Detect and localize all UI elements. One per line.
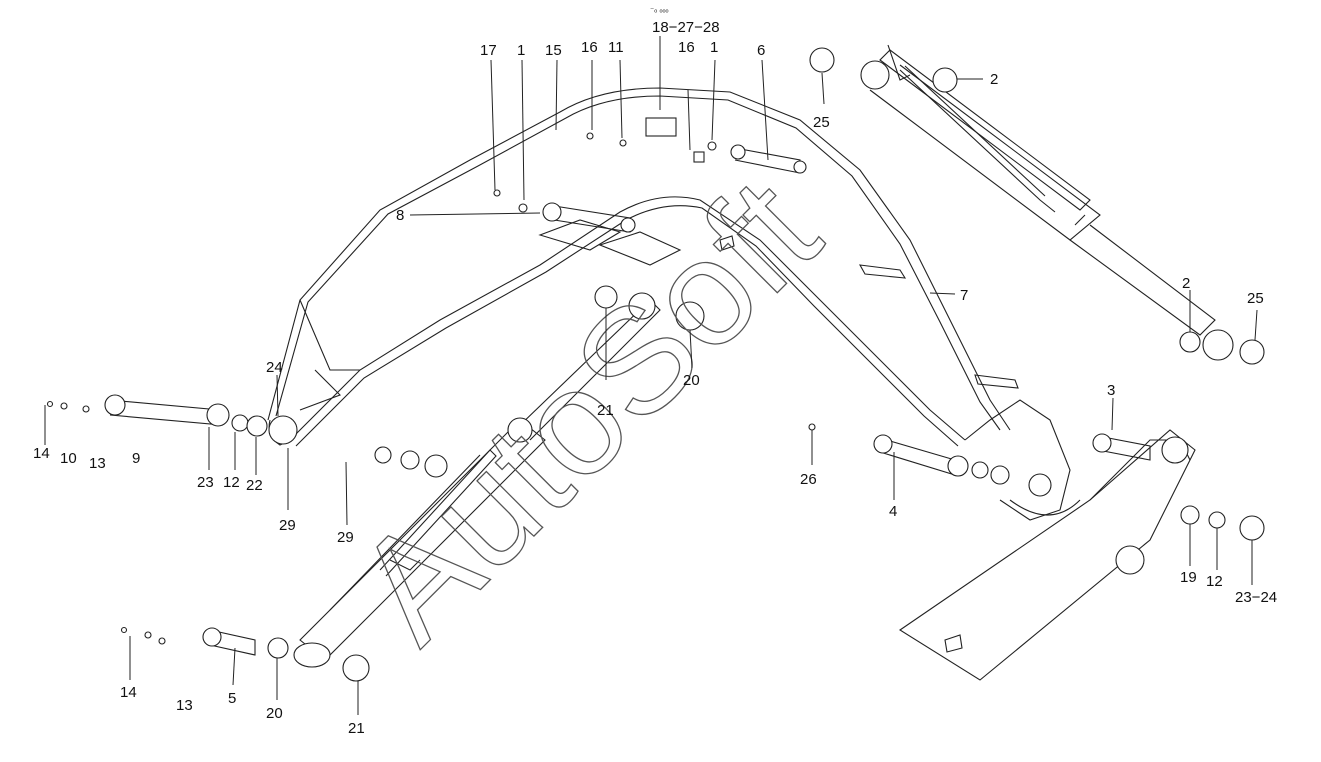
- callout-23: 23: [197, 474, 214, 491]
- callout-16: 16: [581, 39, 598, 56]
- callout-3: 3: [1107, 382, 1115, 399]
- callout-21: 21: [597, 402, 614, 419]
- callout-29: 29: [337, 529, 354, 546]
- callout-2: 2: [1182, 275, 1190, 292]
- callout-29: 29: [279, 517, 296, 534]
- callout-4: 4: [889, 503, 897, 520]
- callout-17: 17: [480, 42, 497, 59]
- callout-22: 22: [246, 477, 263, 494]
- callout-6: 6: [757, 42, 765, 59]
- callout-18-27-28: 18−27−28: [652, 19, 720, 36]
- callout-25: 25: [1247, 290, 1264, 307]
- callout-2: 2: [990, 71, 998, 88]
- callout-13: 13: [89, 455, 106, 472]
- boom-cylinder: [860, 44, 1234, 361]
- watermark: AutoSoft: [323, 146, 850, 673]
- callout-9: 9: [132, 450, 140, 467]
- callout-12: 12: [223, 474, 240, 491]
- leader-lines: [44, 36, 1258, 715]
- pins: [46, 47, 1265, 682]
- callout-20: 20: [266, 705, 283, 722]
- callout-1: 1: [710, 39, 718, 56]
- callout-20: 20: [683, 372, 700, 389]
- callout-15: 15: [545, 42, 562, 59]
- top-mark: ⁻ₒ ₒₒₒ: [650, 5, 669, 14]
- callout-10: 10: [60, 450, 77, 467]
- arm: [898, 429, 1196, 681]
- callout-25: 25: [813, 114, 830, 131]
- callout-19: 19: [1180, 569, 1197, 586]
- callout-1: 1: [517, 42, 525, 59]
- callout-21: 21: [348, 720, 365, 737]
- callout-23-24: 23−24: [1235, 589, 1277, 606]
- callout-12: 12: [1206, 573, 1223, 590]
- callout-16: 16: [678, 39, 695, 56]
- callout-7: 7: [960, 287, 968, 304]
- callout-14: 14: [33, 445, 50, 462]
- boom: [267, 87, 1081, 521]
- callout-5: 5: [228, 690, 236, 707]
- callout-26: 26: [800, 471, 817, 488]
- callout-24: 24: [266, 359, 283, 376]
- watermark-text: AutoSoft: [324, 147, 850, 673]
- callout-13: 13: [176, 697, 193, 714]
- callout-11: 11: [608, 39, 624, 56]
- callout-labels: ⁻ₒ ₒₒₒ 17 1 15 16 11 18−27−28 16 1 6 25 …: [33, 5, 1277, 737]
- callout-14: 14: [120, 684, 137, 701]
- callout-8: 8: [396, 207, 404, 224]
